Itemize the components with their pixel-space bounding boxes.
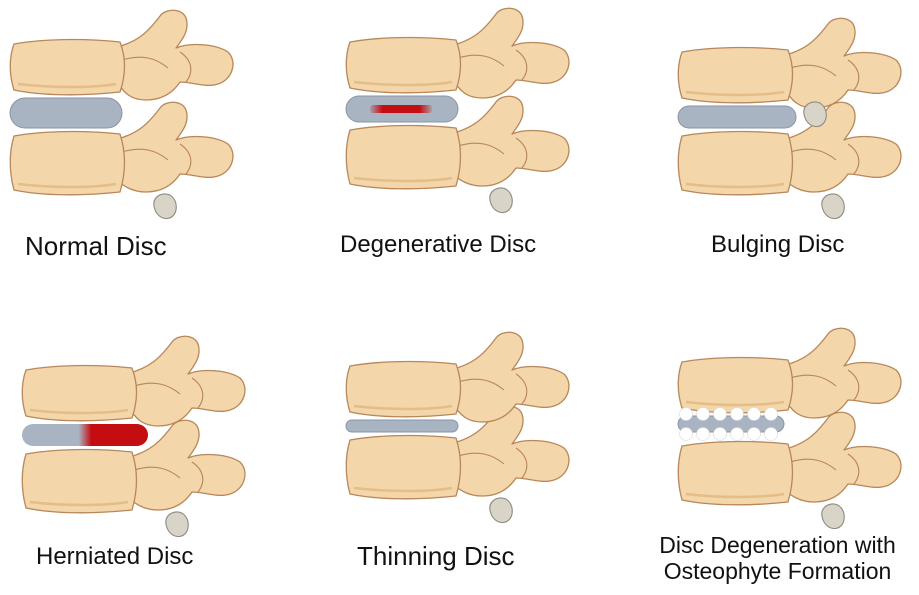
spine-segment-normal [10, 10, 233, 218]
osteophyte-lower [731, 428, 744, 441]
label-osteophyte-disc: Disc Degeneration with Osteophyte Format… [640, 533, 915, 585]
spine-segment-herniated [22, 336, 245, 536]
osteophyte-lower [680, 428, 693, 441]
intervertebral-disc [346, 420, 458, 432]
osteophyte-upper [714, 408, 727, 421]
intervertebral-disc [10, 98, 122, 128]
spine-segment-thinning [346, 332, 569, 522]
intervertebral-disc [22, 424, 148, 446]
spine-segment-degenerative [346, 8, 569, 212]
label-line: Degenerative Disc [340, 232, 536, 259]
facet-joint [154, 194, 176, 219]
osteophyte-upper [731, 408, 744, 421]
facet-joint [822, 504, 844, 529]
label-line: Herniated Disc [36, 544, 193, 571]
posterior-arch [782, 412, 901, 502]
posterior-arch [114, 10, 233, 100]
label-degenerative-disc: Degenerative Disc [340, 232, 536, 259]
label-line: Bulging Disc [711, 232, 844, 259]
posterior-arch [782, 18, 901, 108]
facet-joint [166, 512, 188, 537]
facet-joint [490, 188, 512, 213]
osteophyte-upper [697, 408, 710, 421]
posterior-arch [782, 102, 901, 192]
facet-joint [804, 102, 826, 127]
label-herniated-disc: Herniated Disc [36, 544, 193, 571]
osteophyte-upper [765, 408, 778, 421]
osteophyte-upper [680, 408, 693, 421]
degeneration-mark [370, 105, 432, 113]
osteophyte-lower [765, 428, 778, 441]
label-line: Thinning Disc [357, 542, 515, 571]
label-line: Osteophyte Formation [640, 559, 915, 585]
intervertebral-disc [678, 106, 796, 128]
spine-segment-bulging [678, 18, 901, 218]
posterior-arch [782, 328, 901, 418]
label-line: Normal Disc [25, 232, 167, 261]
posterior-arch [114, 102, 233, 192]
facet-joint [822, 194, 844, 219]
posterior-arch [450, 8, 569, 98]
posterior-arch [126, 336, 245, 426]
osteophyte-lower [748, 428, 761, 441]
label-normal-disc: Normal Disc [25, 232, 167, 261]
posterior-arch [450, 96, 569, 186]
osteophyte-upper [748, 408, 761, 421]
facet-joint [490, 498, 512, 523]
label-bulging-disc: Bulging Disc [711, 232, 844, 259]
label-line: Disc Degeneration with [640, 533, 915, 559]
osteophyte-lower [714, 428, 727, 441]
osteophyte-lower [697, 428, 710, 441]
spine-segment-osteophyte [678, 328, 901, 528]
label-thinning-disc: Thinning Disc [357, 542, 515, 571]
posterior-arch [450, 332, 569, 422]
